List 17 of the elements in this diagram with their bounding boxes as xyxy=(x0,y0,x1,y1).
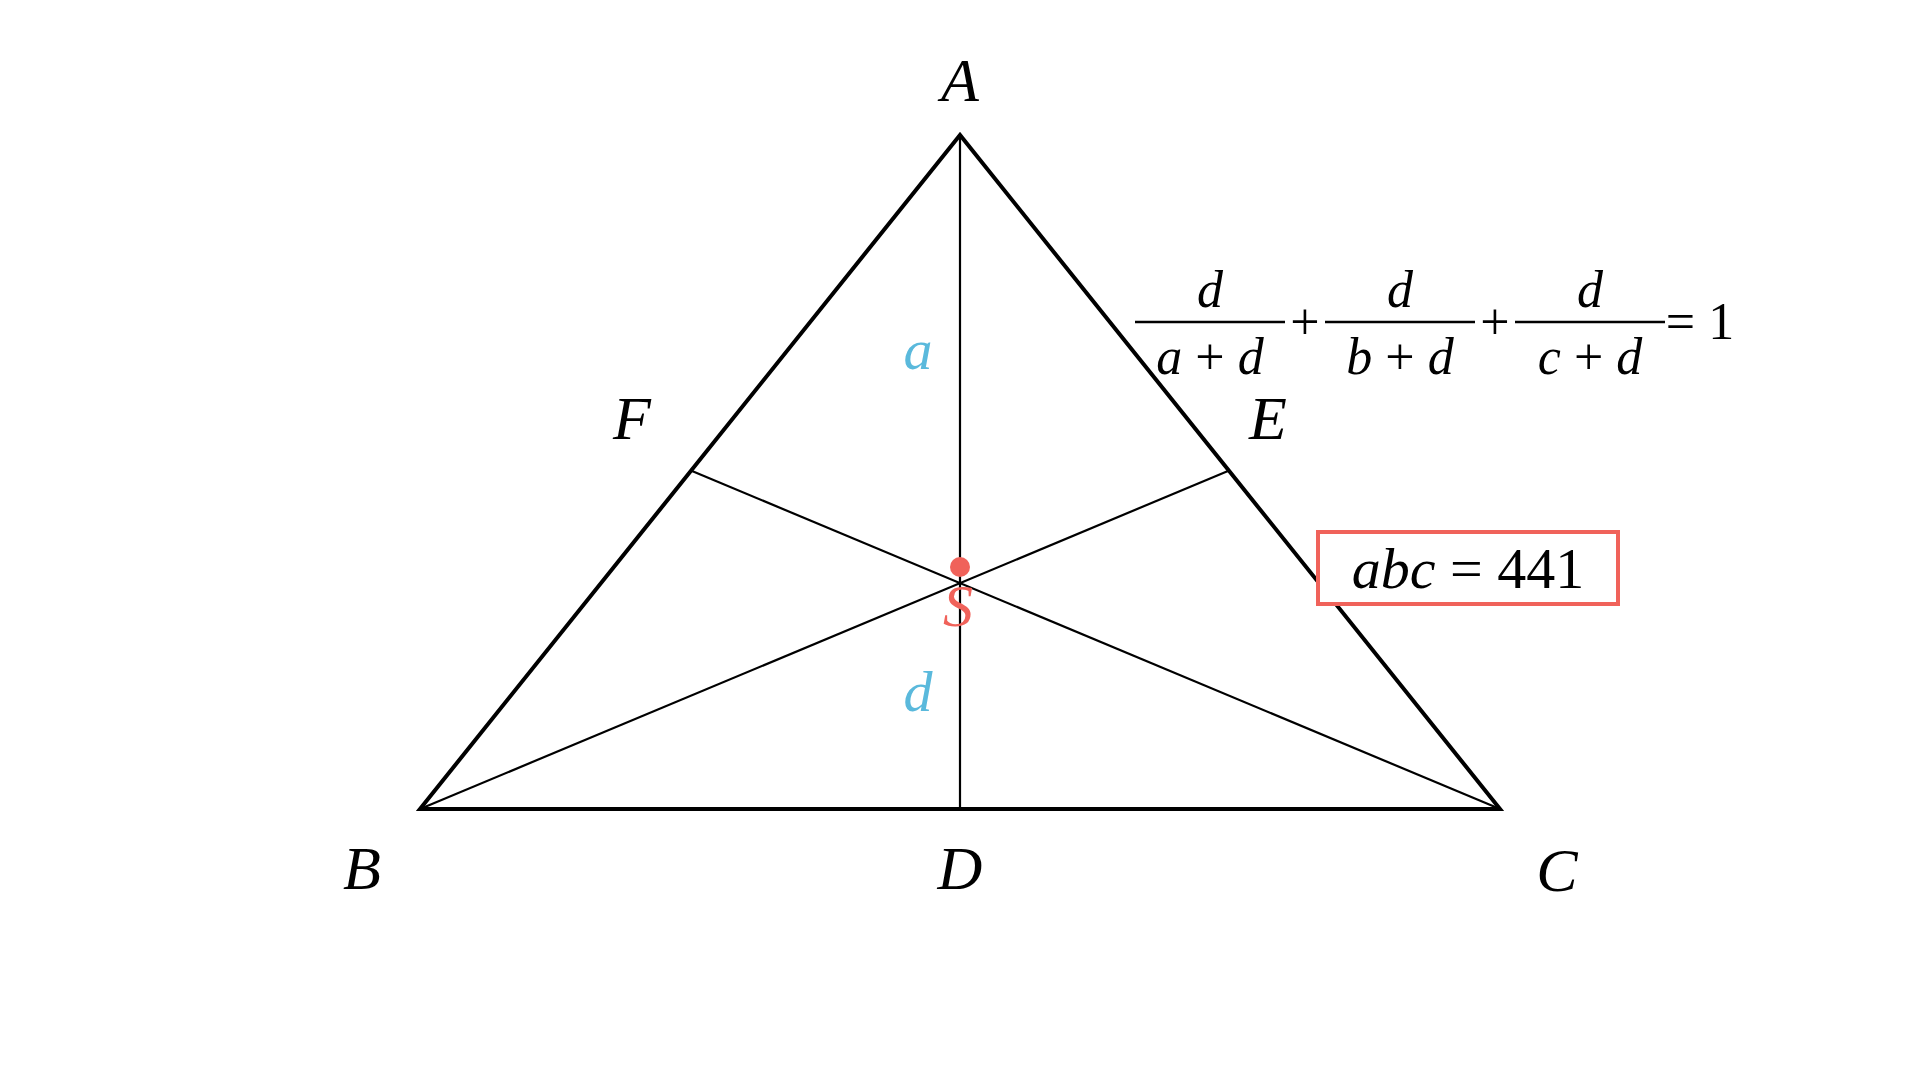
segment-label: d xyxy=(903,663,933,721)
math-numerator: d xyxy=(1197,264,1223,316)
highlight-box: abc = 441 xyxy=(1316,530,1620,606)
math-denominator: a + d xyxy=(1156,331,1264,383)
math-denominator: b + d xyxy=(1346,331,1454,383)
vertex-label: C xyxy=(1536,839,1578,901)
math-operator: + xyxy=(1290,296,1320,348)
math-numerator: d xyxy=(1577,264,1603,316)
math-operator: + xyxy=(1480,296,1510,348)
math-denominator: c + d xyxy=(1537,331,1643,383)
vertex-label: E xyxy=(1249,387,1287,449)
segment-label: a xyxy=(903,321,933,379)
math-equals: = 1 xyxy=(1665,296,1735,348)
vertex-label: D xyxy=(937,837,983,899)
vertex-label: B xyxy=(343,837,381,899)
vertex-label: F xyxy=(613,387,651,449)
math-numerator: d xyxy=(1387,264,1413,316)
